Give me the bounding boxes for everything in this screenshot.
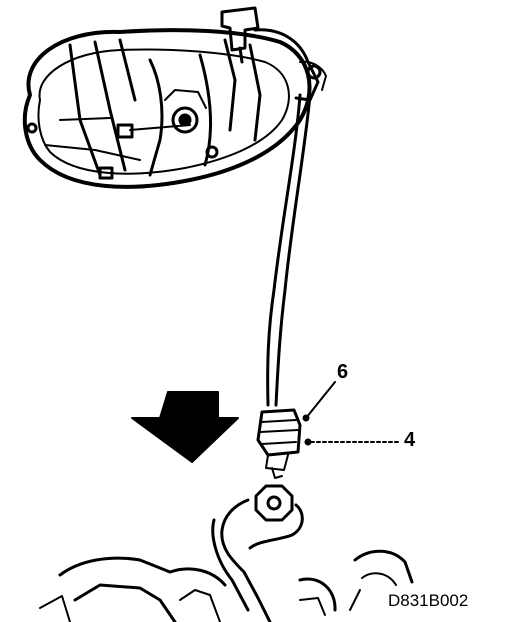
- leader-dot-6: [302, 414, 310, 422]
- figure-reference-code: D831B002: [388, 591, 469, 610]
- lock-mechanism: [39, 484, 414, 622]
- rod-connector-clip: [256, 408, 302, 479]
- control-rod: [266, 93, 312, 407]
- leader-line-6: [305, 381, 336, 419]
- leader-dot-4: [304, 438, 312, 446]
- part-callout-4: 4: [404, 429, 416, 451]
- part-callout-6: 6: [337, 361, 349, 383]
- door-handle-assembly: [22, 6, 327, 189]
- direction-arrow: [131, 391, 239, 463]
